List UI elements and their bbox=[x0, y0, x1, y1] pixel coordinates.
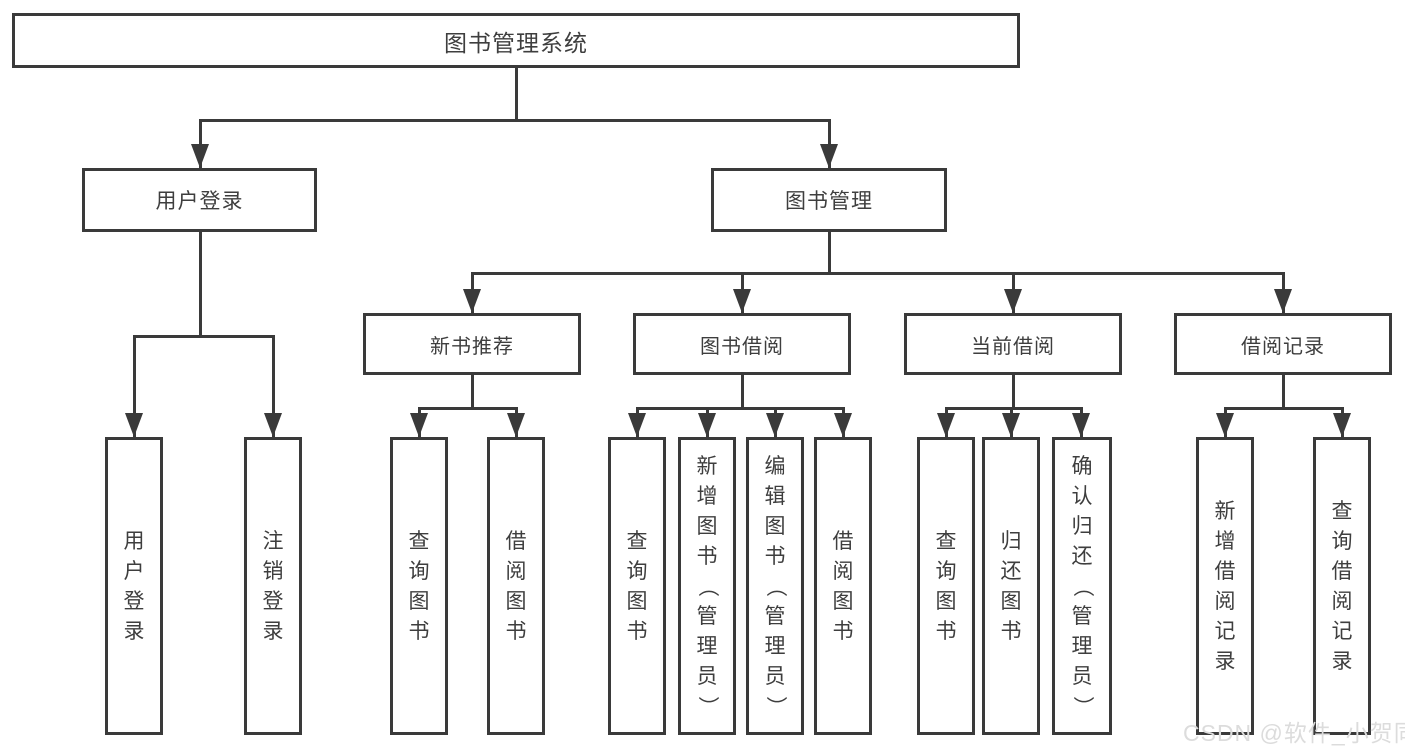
leaf-borrow-books-2: 借阅图书 bbox=[814, 437, 872, 735]
arrowhead-icon bbox=[937, 413, 955, 437]
edge-group-stub bbox=[1282, 375, 1285, 410]
arrowhead-icon bbox=[1002, 413, 1020, 437]
leaf-edit-books-admin: 编辑图书（管理员） bbox=[746, 437, 804, 735]
leaf-user-login: 用户登录 bbox=[105, 437, 163, 735]
edge-to-book-management bbox=[828, 119, 831, 168]
arrowhead-icon bbox=[191, 144, 209, 168]
leaf-query-borrow-record: 查询借阅记录 bbox=[1313, 437, 1371, 735]
arrowhead-icon bbox=[766, 413, 784, 437]
edge-user-login-stub bbox=[199, 232, 202, 338]
arrowhead-icon bbox=[1216, 413, 1234, 437]
node-user-login: 用户登录 bbox=[82, 168, 317, 232]
edge-group-rail bbox=[1224, 407, 1344, 410]
leaf-logout: 注销登录 bbox=[244, 437, 302, 735]
edge-user-login-rail bbox=[133, 335, 275, 338]
arrowhead-icon bbox=[1333, 413, 1351, 437]
leaf-add-books-admin: 新增图书（管理员） bbox=[678, 437, 736, 735]
leaf-add-borrow-record: 新增借阅记录 bbox=[1196, 437, 1254, 735]
node-book-management: 图书管理 bbox=[711, 168, 947, 232]
arrowhead-icon bbox=[125, 413, 143, 437]
node-new-book-recommend: 新书推荐 bbox=[363, 313, 581, 375]
leaf-query-books-2: 查询图书 bbox=[608, 437, 666, 735]
edge-group-rail bbox=[418, 407, 518, 410]
edge-group-stub bbox=[1012, 375, 1015, 410]
watermark: CSDN @软件_小贺同学 bbox=[1183, 720, 1405, 746]
edge-to-leaf bbox=[272, 335, 275, 437]
node-borrowing-records: 借阅记录 bbox=[1174, 313, 1392, 375]
edge-book-management-stub bbox=[828, 232, 831, 275]
edge-group-rail bbox=[945, 407, 1083, 410]
arrowhead-icon bbox=[1004, 289, 1022, 313]
node-current-borrowing: 当前借阅 bbox=[904, 313, 1122, 375]
edge-to-leaf bbox=[133, 335, 136, 437]
edge-to-user-login bbox=[199, 119, 202, 168]
arrowhead-icon bbox=[1072, 413, 1090, 437]
arrowhead-icon bbox=[410, 413, 428, 437]
arrowhead-icon bbox=[463, 289, 481, 313]
arrowhead-icon bbox=[628, 413, 646, 437]
arrowhead-icon bbox=[264, 413, 282, 437]
arrowhead-icon bbox=[507, 413, 525, 437]
leaf-query-books-1: 查询图书 bbox=[390, 437, 448, 735]
node-root: 图书管理系统 bbox=[12, 13, 1020, 68]
arrowhead-icon bbox=[698, 413, 716, 437]
edge-group-stub bbox=[741, 375, 744, 410]
leaf-return-books: 归还图书 bbox=[982, 437, 1040, 735]
leaf-confirm-return-admin: 确认归还（管理员） bbox=[1052, 437, 1112, 735]
edge-root-stub bbox=[515, 68, 518, 119]
arrowhead-icon bbox=[733, 289, 751, 313]
arrowhead-icon bbox=[834, 413, 852, 437]
arrowhead-icon bbox=[1274, 289, 1292, 313]
edge-group-stub bbox=[471, 375, 474, 410]
arrowhead-icon bbox=[820, 144, 838, 168]
node-book-borrowing: 图书借阅 bbox=[633, 313, 851, 375]
edge-level2-rail bbox=[199, 119, 831, 122]
leaf-borrow-books-1: 借阅图书 bbox=[487, 437, 545, 735]
leaf-query-books-3: 查询图书 bbox=[917, 437, 975, 735]
edge-level3-rail bbox=[471, 272, 1285, 275]
edge-group-rail bbox=[636, 407, 845, 410]
